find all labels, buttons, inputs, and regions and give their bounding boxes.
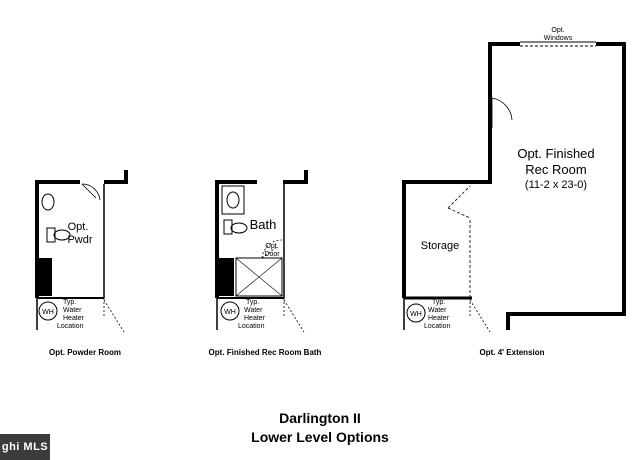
powder-room-plan: Opt. Pwdr WH Typ. Water Heater Location …	[35, 170, 128, 357]
windows-label-2: Windows	[544, 35, 573, 42]
wh-label-4: Location	[57, 323, 84, 330]
shower-stall	[235, 257, 283, 297]
extension-room-label-2: Rec Room	[525, 162, 586, 177]
bath-walls	[215, 180, 257, 298]
water-heater-icon	[406, 303, 426, 323]
extension-plan: Opt. Windows Opt. Finished Rec Room (11-…	[402, 27, 626, 357]
floor-plan-drawing: Opt. Pwdr WH Typ. Water Heater Location …	[35, 27, 626, 357]
extension-walls-right	[506, 42, 626, 330]
bath-chase	[218, 258, 234, 296]
extension-room-dims: (11-2 x 23-0)	[525, 179, 587, 191]
wh-label-1: Typ.	[246, 299, 259, 306]
water-heater-icon	[220, 301, 240, 321]
bath-walls-right	[283, 170, 308, 184]
powder-room-caption: Opt. Powder Room	[49, 348, 121, 357]
powder-room-walls-right	[104, 170, 128, 184]
wh-badge: WH	[410, 311, 422, 318]
dashed-partition	[447, 185, 471, 298]
water-heater-icon	[38, 301, 58, 321]
wh-label-1: Typ.	[63, 299, 76, 306]
wh-label-3: Heater	[428, 315, 450, 322]
storage-label: Storage	[421, 240, 460, 252]
door-swing-icon	[81, 183, 101, 201]
plan-subtitle: Lower Level Options	[251, 429, 389, 445]
toilet-tank-icon	[223, 219, 233, 235]
rec-room-bath-plan: Bath Opt. Door WH Typ. Water Heater Loca…	[209, 170, 322, 357]
wh-badge: WH	[224, 309, 236, 316]
powder-room-label-1: Opt.	[68, 221, 89, 233]
toilet-bowl-icon	[230, 222, 248, 234]
wh-label-2: Water	[244, 307, 263, 314]
toilet-tank-icon	[46, 227, 56, 243]
wh-label-2: Water	[428, 307, 447, 314]
wh-label-4: Location	[238, 323, 265, 330]
dashed-stair	[283, 298, 305, 333]
wh-badge: WH	[42, 309, 54, 316]
door-swing-icon	[491, 97, 513, 128]
bath-caption: Opt. Finished Rec Room Bath	[209, 348, 322, 357]
extension-room-label-1: Opt. Finished	[517, 146, 594, 161]
toilet-bowl-icon	[53, 229, 71, 241]
dashed-stair	[469, 298, 491, 333]
powder-room-chase	[38, 258, 52, 296]
extension-walls	[402, 42, 520, 298]
dashed-stair	[103, 298, 125, 333]
powder-room-label-2: Pwdr	[67, 234, 92, 246]
wh-label-1: Typ.	[432, 299, 445, 306]
wh-label-4: Location	[424, 323, 451, 330]
wh-label-3: Heater	[244, 315, 266, 322]
wh-label-3: Heater	[63, 315, 85, 322]
windows-label-1: Opt.	[551, 27, 564, 34]
extension-caption: Opt. 4' Extension	[479, 348, 544, 357]
mls-logo: ghi MLS	[0, 434, 50, 460]
bath-label: Bath	[250, 217, 277, 232]
bath-vanity	[221, 185, 245, 215]
door-swing-icon	[261, 239, 283, 259]
wh-label-2: Water	[63, 307, 82, 314]
sink-icon	[41, 193, 55, 211]
bath-door-label-1: Opt.	[265, 243, 278, 250]
bath-door-label-2: Door	[264, 251, 280, 258]
plan-title: Darlington II	[279, 410, 361, 426]
powder-room-walls	[35, 180, 80, 298]
sink-icon	[226, 191, 240, 209]
